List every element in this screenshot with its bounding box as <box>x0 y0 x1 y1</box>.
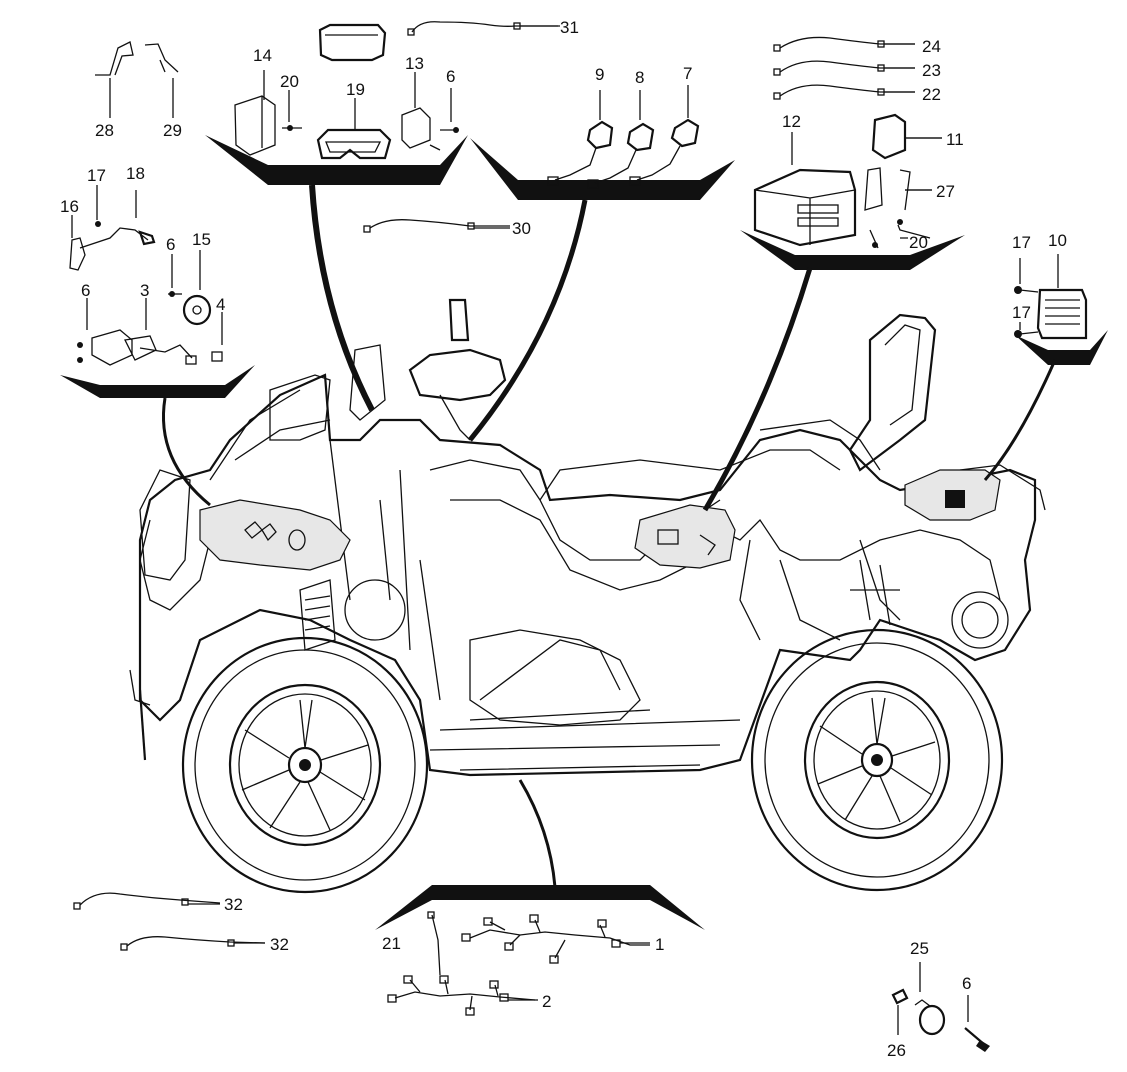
part-number-6d: 6 <box>962 974 971 993</box>
part-number-32b: 32 <box>270 935 289 954</box>
wires-32 <box>73 892 266 951</box>
part-number-21: 21 <box>382 934 401 953</box>
part-number-17a: 17 <box>87 166 106 185</box>
part-number-18: 18 <box>126 164 145 183</box>
part-number-labels: 31 24 23 22 14 20 19 13 6 9 8 7 12 11 27… <box>60 18 1067 1060</box>
part-number-10: 10 <box>1048 231 1067 250</box>
part-number-19: 19 <box>346 80 365 99</box>
part-number-2: 2 <box>542 992 551 1011</box>
wire-30 <box>363 219 510 233</box>
part-number-28: 28 <box>95 121 114 140</box>
part-number-26: 26 <box>887 1041 906 1060</box>
part-number-25: 25 <box>910 939 929 958</box>
part-number-17b: 17 <box>1012 233 1031 252</box>
switch-parts-7-8-9 <box>547 85 700 189</box>
part-number-14: 14 <box>253 46 272 65</box>
part-number-7: 7 <box>683 64 692 83</box>
battery-parts <box>753 113 942 249</box>
part-number-6a: 6 <box>446 67 455 86</box>
part-number-32a: 32 <box>224 895 243 914</box>
part-number-11: 11 <box>946 130 964 149</box>
sensor-parts-16-17-18 <box>69 185 156 271</box>
callout-banners <box>60 135 1108 930</box>
part-number-24: 24 <box>922 37 941 56</box>
part-number-15: 15 <box>192 230 211 249</box>
part-number-30: 30 <box>512 219 531 238</box>
part-number-31: 31 <box>560 18 579 37</box>
dash-module-parts <box>234 23 459 160</box>
wire-31 <box>407 21 558 36</box>
rear-right-wheel <box>750 628 1004 892</box>
part-number-16: 16 <box>60 197 79 216</box>
harness-parts-1-2-21 <box>387 911 650 1016</box>
part-number-20b: 20 <box>909 233 928 252</box>
atv-vehicle-drawing <box>129 298 1046 894</box>
front-left-wheel <box>181 636 429 894</box>
part-number-3: 3 <box>140 281 149 300</box>
part-number-4: 4 <box>216 295 225 314</box>
part-number-8: 8 <box>635 68 644 87</box>
part-number-13: 13 <box>405 54 424 73</box>
callout-leaders <box>161 184 1057 888</box>
part-number-6c: 6 <box>81 281 90 300</box>
part-number-1: 1 <box>655 935 664 954</box>
horn-relay-parts <box>77 250 223 366</box>
clamp-parts-25-26-6 <box>891 962 990 1052</box>
part-number-6b: 6 <box>166 235 175 254</box>
regulator-parts <box>1014 254 1088 340</box>
part-number-12: 12 <box>782 112 801 131</box>
part-number-29: 29 <box>163 121 182 140</box>
part-number-17c: 17 <box>1012 303 1031 322</box>
part-number-23: 23 <box>922 61 941 80</box>
part-number-27: 27 <box>936 182 955 201</box>
bracket-parts-28-29 <box>95 41 179 118</box>
wires-22-23-24 <box>773 36 915 100</box>
part-number-9: 9 <box>595 65 604 84</box>
part-number-20a: 20 <box>280 72 299 91</box>
part-number-22: 22 <box>922 85 941 104</box>
